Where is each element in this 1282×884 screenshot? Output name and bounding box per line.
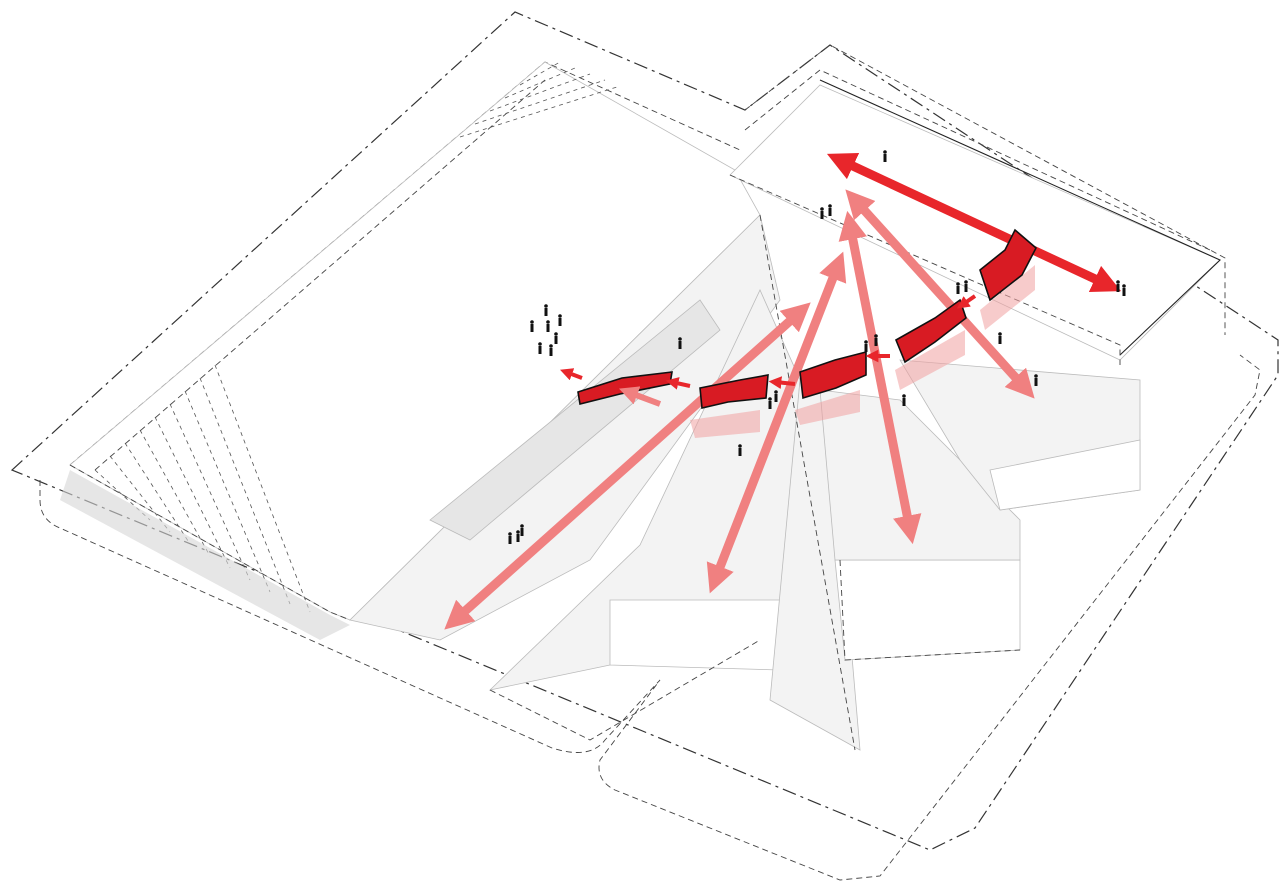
person-figure — [546, 320, 550, 332]
person-figure — [554, 332, 558, 344]
connector-arrow-3 — [775, 382, 795, 384]
person-figure — [874, 334, 878, 346]
wing-4-front — [835, 560, 1020, 660]
person-figure — [768, 397, 772, 409]
person-figure — [864, 340, 868, 352]
person-figure — [964, 280, 968, 292]
person-figure — [1034, 374, 1038, 386]
person-figure — [678, 337, 682, 349]
person-figure — [956, 282, 960, 294]
person-figure — [1122, 284, 1126, 296]
person-figure — [902, 394, 906, 406]
person-figure — [1116, 280, 1120, 292]
person-figure — [738, 444, 742, 456]
person-figure — [508, 532, 512, 544]
person-figure — [883, 150, 887, 162]
person-figure — [998, 332, 1002, 344]
person-figure — [530, 320, 534, 332]
person-figure — [520, 524, 524, 536]
person-figure — [549, 344, 553, 356]
person-figure — [820, 207, 824, 219]
upper-volume — [730, 45, 1225, 365]
connector-arrow-5 — [962, 296, 975, 305]
person-figure — [544, 304, 548, 316]
wing-2-front — [610, 600, 780, 670]
person-figure — [538, 342, 542, 354]
bridge-3 — [800, 352, 866, 398]
person-figure — [828, 204, 832, 216]
person-figure — [774, 390, 778, 402]
person-figure — [516, 530, 520, 542]
person-figure — [558, 314, 562, 326]
